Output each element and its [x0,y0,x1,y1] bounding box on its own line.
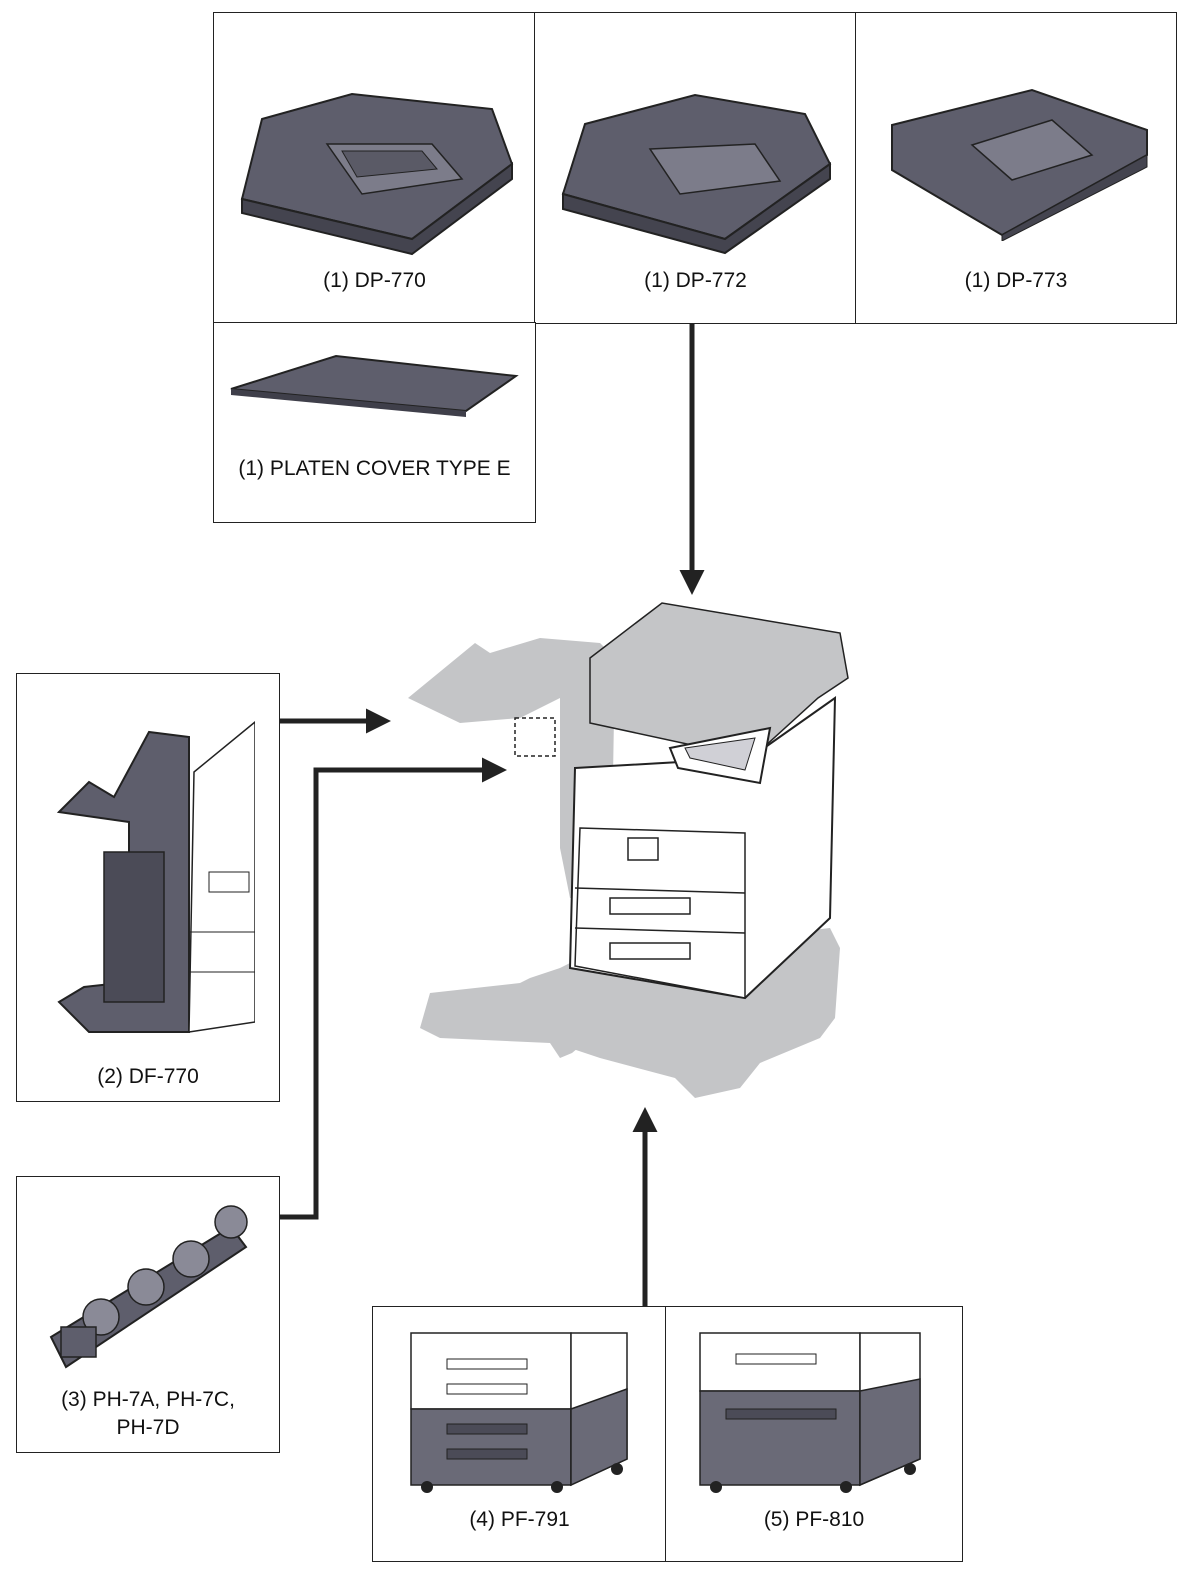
ph7-label-line1: (3) PH-7A, PH-7C, [61,1388,235,1411]
document-processor-dp772-icon [561,93,832,255]
platen-cover-label: (1) PLATEN COVER TYPE E [238,457,511,480]
option-platen-cover: (1) PLATEN COVER TYPE E [213,322,536,523]
multifunction-printer-icon [408,602,849,1098]
ph7-label-line2: PH-7D [116,1416,180,1439]
arrow-punch-unit [280,757,507,1220]
option-df770: (2) DF-770 [16,673,280,1102]
document-processor-dp770-icon [240,92,514,256]
pf810-label: (5) PF-810 [763,1508,865,1531]
paper-feeder-pf791-icon [410,1332,628,1493]
option-dp770: (1) DP-770 [213,12,536,324]
dp770-label: (1) DP-770 [323,269,426,292]
option-ph7: (3) PH-7A, PH-7C, PH-7D [16,1176,280,1453]
option-pf810: (5) PF-810 [665,1306,963,1562]
platen-cover-icon [230,354,519,417]
document-processor-dp773-icon [891,88,1148,241]
document-finisher-icon [56,721,255,1033]
option-dp773: (1) DP-773 [855,12,1177,324]
option-dp772: (1) DP-772 [534,12,857,324]
punch-unit-icon [49,1205,248,1369]
pf791-label: (4) PF-791 [469,1508,570,1531]
option-pf791: (4) PF-791 [372,1306,667,1562]
paper-feeder-pf810-icon [699,1332,921,1493]
dp773-label: (1) DP-773 [964,269,1068,292]
dp772-label: (1) DP-772 [644,269,747,292]
df770-label: (2) DF-770 [97,1065,199,1088]
